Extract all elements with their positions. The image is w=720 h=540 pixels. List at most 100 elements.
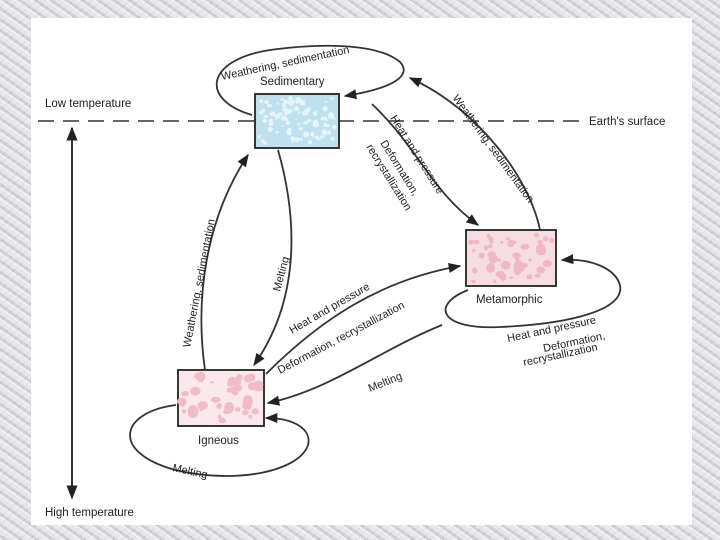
- metamorphic-to-igneous-melting-label: Melting: [367, 370, 404, 394]
- texture-speckle: [312, 136, 316, 139]
- texture-speckle: [275, 131, 279, 134]
- texture-speckle: [293, 106, 300, 112]
- texture-speckle: [222, 409, 231, 415]
- texture-speckle: [199, 408, 203, 412]
- texture-speckle: [472, 248, 476, 253]
- texture-speckle: [509, 276, 514, 280]
- texture-speckle: [512, 252, 521, 259]
- metamorphic-to-sedimentary-arrow: [408, 77, 541, 231]
- texture-speckle: [520, 243, 530, 250]
- texture-speckle: [483, 245, 489, 251]
- texture-speckle: [488, 253, 498, 264]
- texture-speckle: [190, 386, 201, 396]
- texture-speckle: [322, 116, 327, 120]
- texture-speckle: [495, 270, 505, 278]
- sedimentary-to-metamorphic-arrow: [371, 103, 480, 226]
- texture-speckle: [276, 102, 279, 105]
- texture-speckle: [248, 414, 253, 419]
- texture-speckle: [288, 96, 293, 101]
- texture-speckle: [274, 114, 278, 118]
- texture-speckle: [328, 112, 334, 120]
- texture-speckle: [486, 263, 496, 273]
- high-temperature-label: High temperature: [45, 507, 134, 519]
- texture-speckle: [542, 236, 549, 242]
- texture-speckle: [302, 110, 309, 116]
- texture-speckle: [535, 243, 546, 256]
- texture-speckle: [513, 265, 522, 276]
- igneous-label: Igneous: [198, 435, 239, 447]
- texture-speckle: [290, 136, 295, 141]
- texture-speckle: [307, 107, 311, 111]
- texture-speckle: [264, 100, 269, 104]
- texture-speckle: [298, 127, 303, 131]
- texture-speckle: [331, 124, 337, 130]
- igneous-loop-label: Melting: [171, 462, 208, 481]
- texture-speckle: [262, 140, 267, 145]
- texture-speckle: [471, 279, 476, 284]
- texture-speckle: [280, 97, 284, 101]
- texture-speckle: [259, 98, 263, 103]
- texture-speckle: [299, 138, 304, 141]
- texture-speckle: [247, 382, 256, 391]
- texture-speckle: [226, 387, 232, 393]
- texture-speckle: [478, 252, 485, 259]
- texture-speckle: [492, 279, 497, 284]
- texture-speckle: [489, 239, 494, 244]
- sedimentary-rock: Sedimentary: [254, 76, 340, 149]
- metamorphic-loop-arrow: [444, 254, 622, 329]
- texture-speckle: [294, 137, 300, 143]
- texture-speckle: [230, 385, 239, 395]
- texture-speckle: [500, 240, 504, 244]
- texture-speckle: [317, 138, 321, 141]
- texture-speckle: [263, 115, 268, 119]
- texture-speckle: [181, 391, 190, 397]
- texture-speckle: [330, 96, 334, 100]
- texture-speckle: [313, 111, 318, 116]
- igneous-loop-arrow: [129, 404, 310, 477]
- texture-speckle: [281, 102, 287, 108]
- metamorphic-label: Metamorphic: [476, 294, 543, 306]
- texture-speckle: [302, 121, 309, 125]
- texture-speckle: [237, 380, 242, 386]
- metamorphic-to-igneous-melting-arrow: [266, 324, 443, 406]
- texture-speckle: [486, 233, 491, 238]
- texture-speckle: [210, 381, 214, 384]
- texture-speckle: [330, 137, 335, 141]
- texture-speckle: [177, 397, 187, 406]
- metamorphic-texture: [468, 232, 555, 284]
- texture-speckle: [262, 119, 268, 123]
- texture-speckle: [217, 414, 222, 419]
- texture-speckle: [251, 408, 260, 415]
- texture-speckle: [512, 240, 517, 245]
- sedimentary-to-igneous-melting-arrow: [253, 149, 293, 367]
- texture-speckle: [542, 260, 552, 267]
- texture-speckle: [182, 409, 186, 414]
- texture-speckle: [268, 121, 274, 127]
- texture-speckle: [284, 108, 290, 115]
- texture-speckle: [488, 244, 493, 249]
- texture-speckle: [500, 260, 511, 270]
- sedimentary-texture: [257, 96, 337, 145]
- igneous-rock: Igneous: [177, 369, 265, 447]
- texture-speckle: [297, 111, 301, 114]
- texture-speckle: [285, 117, 289, 122]
- texture-speckle: [534, 273, 541, 278]
- igneous-to-sedimentary-label: Weathering, sedimentation: [181, 218, 218, 349]
- texture-speckle: [536, 266, 546, 274]
- texture-speckle: [260, 108, 266, 113]
- texture-speckle: [319, 135, 325, 139]
- texture-speckle: [548, 261, 552, 264]
- texture-speckle: [507, 239, 515, 248]
- texture-speckle: [236, 373, 243, 382]
- texture-speckle: [324, 100, 328, 103]
- texture-speckle: [227, 376, 238, 386]
- texture-speckle: [526, 274, 533, 280]
- igneous-to-sedimentary-arrow: [200, 153, 249, 371]
- texture-speckle: [266, 103, 273, 108]
- texture-speckle: [294, 118, 298, 120]
- texture-speckle: [257, 134, 261, 139]
- texture-speckle: [505, 237, 511, 240]
- texture-speckle: [274, 117, 278, 120]
- texture-speckle: [235, 407, 241, 412]
